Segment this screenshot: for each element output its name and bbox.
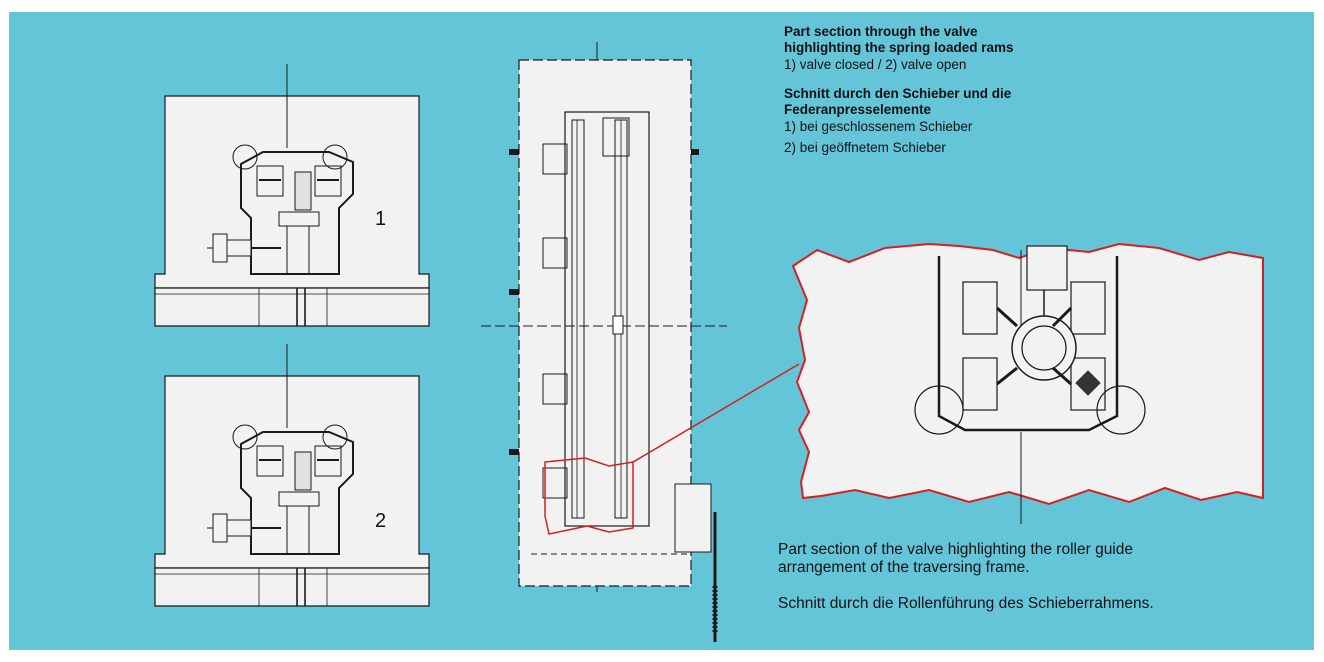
section-view-closed bbox=[154, 63, 430, 327]
technical-drawing bbox=[154, 42, 1264, 642]
caption-en-title-1: Part section through the valve bbox=[784, 24, 978, 39]
caption-de-title-1: Schnitt durch den Schieber und die bbox=[784, 86, 1012, 101]
caption-de-title-2: Federanpresselemente bbox=[784, 102, 932, 117]
section-view-open bbox=[154, 343, 430, 607]
caption-de-sub-2: 2) bei geöffnetem Schieber bbox=[784, 140, 946, 155]
caption-roller-guide: Part section of the valve highlighting t… bbox=[778, 541, 1178, 613]
view-number-open: 2 bbox=[375, 510, 387, 532]
caption-roller-en-2: arrangement of the traversing frame. bbox=[778, 559, 1030, 576]
figure-panel: 1 2 Part section through the valve highl… bbox=[9, 12, 1314, 650]
caption-spring-rams: Part section through the valve highlight… bbox=[784, 24, 1014, 156]
caption-roller-de: Schnitt durch die Rollenführung des Schi… bbox=[778, 595, 1154, 612]
roller-guide-detail bbox=[791, 242, 1264, 524]
caption-de-sub-1: 1) bei geschlossenem Schieber bbox=[784, 119, 973, 134]
caption-en-sub: 1) valve closed / 2) valve open bbox=[784, 57, 967, 72]
view-number-closed: 1 bbox=[375, 208, 387, 230]
caption-en-title-2: highlighting the spring loaded rams bbox=[784, 40, 1014, 55]
caption-roller-en-1: Part section of the valve highlighting t… bbox=[778, 541, 1133, 558]
valve-elevation-view bbox=[481, 42, 800, 642]
spacer bbox=[784, 73, 1014, 86]
